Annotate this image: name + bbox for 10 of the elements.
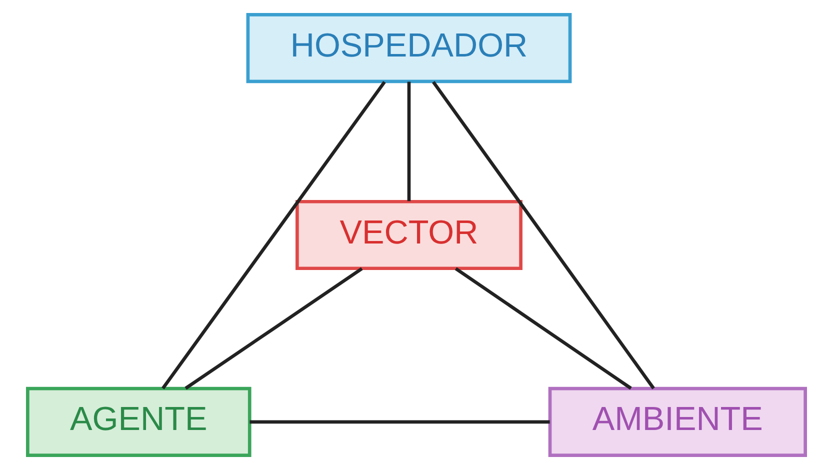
connector (162, 80, 386, 390)
connector (454, 267, 632, 390)
connector (250, 420, 550, 424)
node-box: AMBIENTE (548, 386, 807, 457)
node-box: AGENTE (26, 386, 252, 457)
connector (407, 82, 411, 202)
connector (184, 267, 363, 390)
node-box: VECTOR (296, 200, 522, 270)
node-box: HOSPEDADOR (246, 13, 572, 84)
connector (432, 80, 655, 390)
